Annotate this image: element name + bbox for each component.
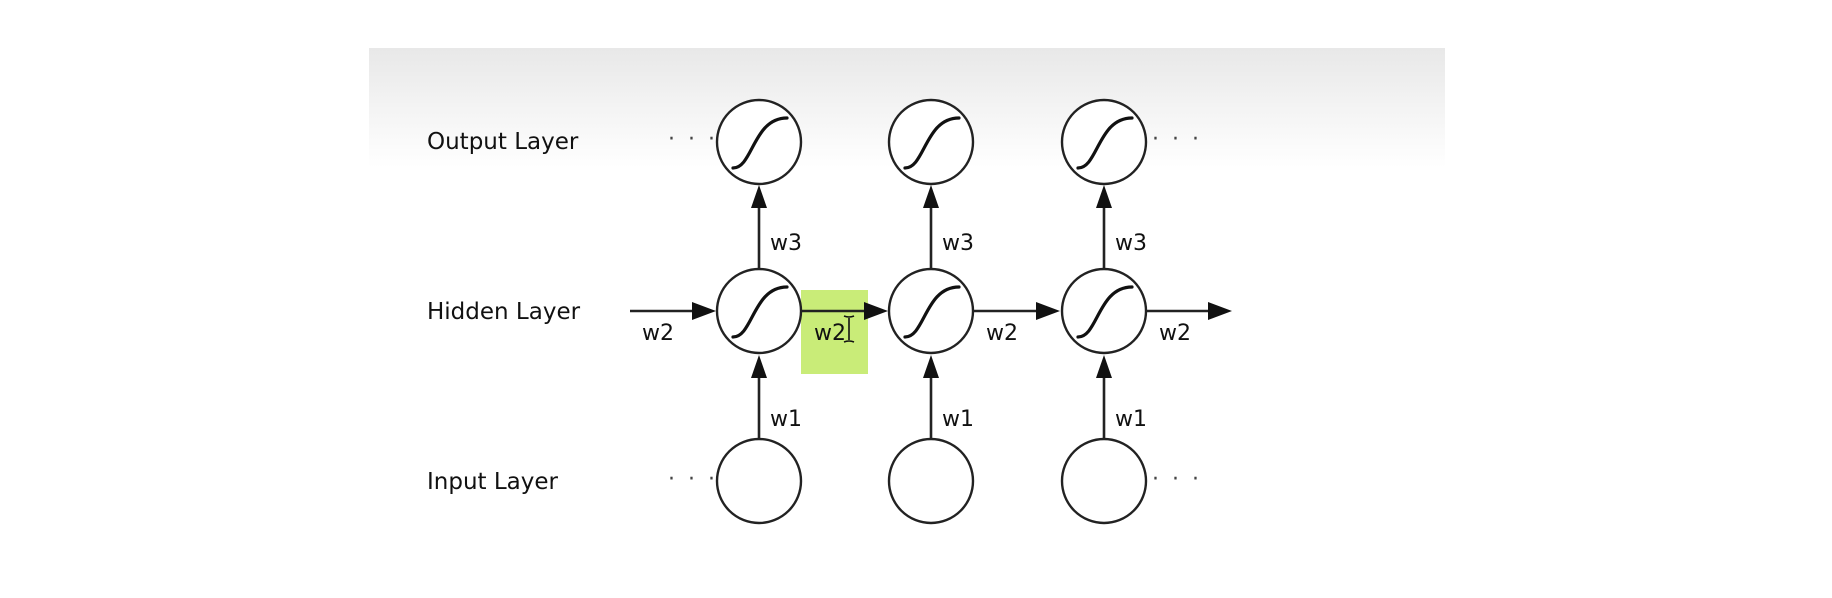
edge-hidden-1-2: [802, 302, 888, 320]
weight-label-w2-selected[interactable]: w2: [814, 321, 846, 346]
hidden-node-3: [1060, 267, 1148, 355]
sigmoid-icon: [1076, 285, 1134, 339]
input-node-2: [887, 437, 975, 525]
output-ellipsis-right: · · ·: [1152, 127, 1202, 152]
hidden-node-2: [887, 267, 975, 355]
hidden-node-1: [715, 267, 803, 355]
weight-label-w1-2: w1: [942, 407, 974, 432]
edge-hidden-output-2: [923, 185, 939, 268]
edge-input-hidden-3: [1096, 355, 1112, 438]
output-node-2: [887, 98, 975, 186]
output-layer-label: Output Layer: [427, 129, 579, 155]
weight-label-w2-2: w2: [986, 321, 1018, 346]
sigmoid-icon: [731, 116, 789, 170]
output-ellipsis-left: · · ·: [668, 127, 718, 152]
edge-hidden-outgoing: [1147, 302, 1232, 320]
weight-label-w2-3: w2: [1159, 321, 1191, 346]
input-ellipsis-right: · · ·: [1152, 467, 1202, 492]
edge-hidden-2-3: [974, 302, 1060, 320]
input-ellipsis-left: · · ·: [668, 467, 718, 492]
weight-label-w3-2: w3: [942, 231, 974, 256]
input-node-1: [715, 437, 803, 525]
edge-input-hidden-2: [923, 355, 939, 438]
edge-hidden-output-3: [1096, 185, 1112, 268]
edge-input-hidden-1: [751, 355, 767, 438]
edge-hidden-incoming: [630, 302, 716, 320]
sigmoid-icon: [903, 285, 961, 339]
edge-hidden-output-1: [751, 185, 767, 268]
text-selection-highlight: [801, 290, 868, 374]
hidden-layer-label: Hidden Layer: [427, 299, 581, 325]
weight-label-w3-3: w3: [1115, 231, 1147, 256]
sigmoid-icon: [731, 285, 789, 339]
weight-label-w1-3: w1: [1115, 407, 1147, 432]
text-cursor-icon: [843, 315, 855, 343]
sigmoid-icon: [1076, 116, 1134, 170]
sigmoid-icon: [903, 116, 961, 170]
output-node-3: [1060, 98, 1148, 186]
weight-label-w2-incoming: w2: [642, 321, 674, 346]
weight-label-w3-1: w3: [770, 231, 802, 256]
input-layer-label: Input Layer: [427, 469, 559, 495]
weight-label-w1-1: w1: [770, 407, 802, 432]
output-node-1: [715, 98, 803, 186]
input-node-3: [1060, 437, 1148, 525]
